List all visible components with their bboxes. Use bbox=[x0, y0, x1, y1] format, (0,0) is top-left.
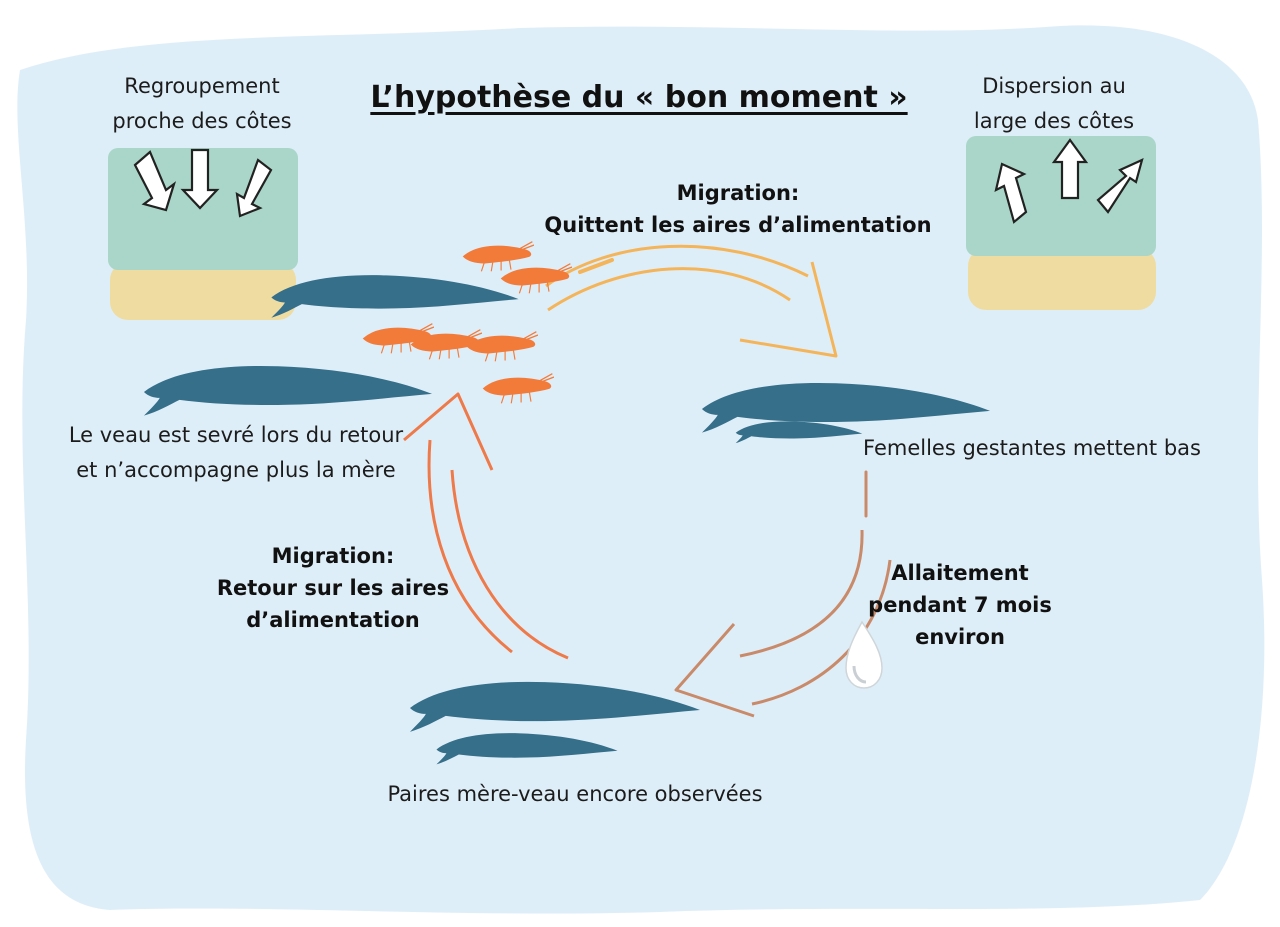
label-allaitement: Allaitement pendant 7 mois environ bbox=[862, 557, 1058, 653]
label-dispersion: Dispersion au large des côtes bbox=[944, 69, 1164, 139]
label-migration-back: Migration: Retour sur les aires d’alimen… bbox=[210, 540, 456, 636]
label-paires: Paires mère-veau encore observées bbox=[387, 782, 763, 806]
label-regroupement: Regroupement proche des côtes bbox=[92, 69, 312, 139]
label-femelles: Femelles gestantes mettent bas bbox=[863, 436, 1201, 460]
label-migration-back-line-3: d’alimentation bbox=[246, 608, 420, 632]
label-regroupement-line-1: Regroupement bbox=[124, 74, 280, 98]
label-dispersion-line-2: large des côtes bbox=[973, 109, 1135, 133]
label-dispersion-line-1: Dispersion au bbox=[982, 74, 1126, 98]
label-migration-out-line-1: Migration: bbox=[676, 181, 800, 205]
migration-out-arrow bbox=[545, 244, 838, 358]
milk-drop-shadow bbox=[852, 665, 867, 684]
label-allaitement-line-1: Allaitement bbox=[891, 561, 1029, 585]
label-allaitement-line-3: environ bbox=[915, 625, 1005, 649]
label-migration-out: Migration: Quittent les aires d’alimenta… bbox=[536, 177, 940, 241]
page-title: L’hypothèse du « bon moment » bbox=[370, 80, 908, 115]
inward-arrow-icon bbox=[133, 148, 273, 218]
sand-right bbox=[968, 248, 1156, 310]
migration-back-arrow bbox=[403, 392, 569, 660]
nursing-arrow bbox=[674, 470, 892, 718]
label-migration-back-line-1: Migration: bbox=[271, 544, 395, 568]
coast-gathering-illustration bbox=[108, 148, 298, 320]
label-allaitement-line-2: pendant 7 mois bbox=[868, 593, 1052, 617]
outward-arrow-icon bbox=[994, 138, 1144, 224]
label-regroupement-line-2: proche des côtes bbox=[112, 109, 292, 133]
label-migration-out-line-2: Quittent les aires d’alimentation bbox=[544, 213, 932, 237]
coast-dispersion-illustration bbox=[966, 136, 1156, 310]
label-veau-line-2: et n’accompagne plus la mère bbox=[76, 458, 396, 482]
label-veau: Le veau est sevré lors du retour et n’ac… bbox=[54, 418, 418, 488]
label-migration-back-line-2: Retour sur les aires bbox=[216, 576, 450, 600]
label-veau-line-1: Le veau est sevré lors du retour bbox=[68, 423, 404, 447]
watercolor-background bbox=[17, 25, 1265, 914]
sand-left bbox=[110, 262, 296, 320]
